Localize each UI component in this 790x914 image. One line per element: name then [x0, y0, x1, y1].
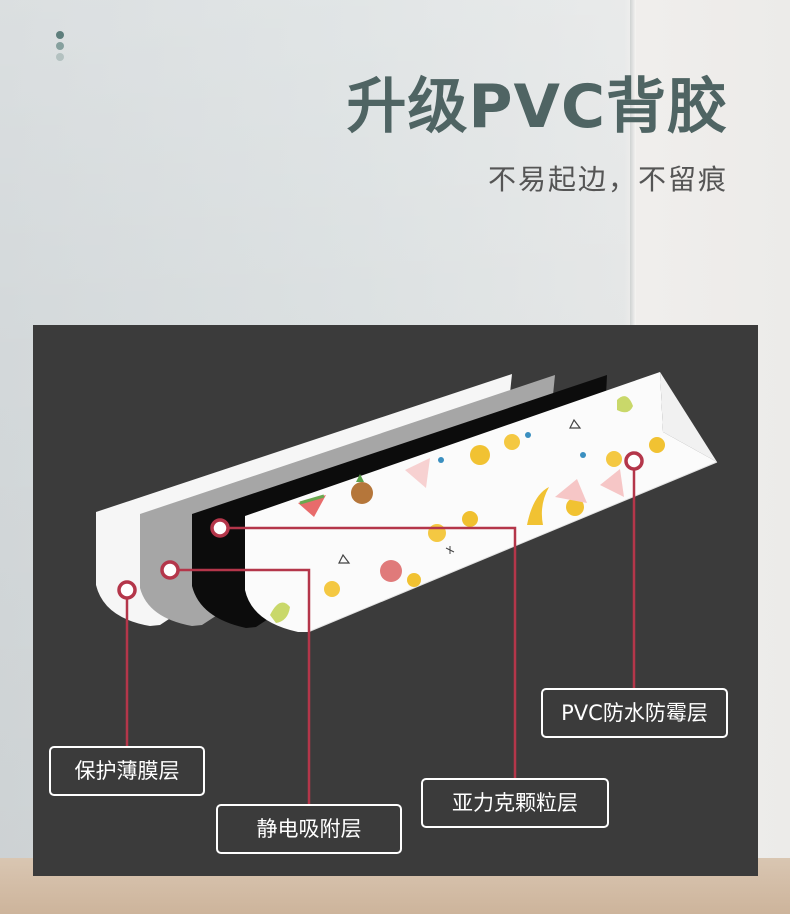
page-subtitle: 不易起边，不留痕: [487, 163, 728, 196]
marker-static: [160, 560, 180, 580]
label-pvc-waterproof: PVC防水防霉层: [541, 688, 728, 738]
decor-dot: [56, 42, 64, 50]
decor-dot: [56, 31, 64, 39]
decor-dot: [56, 53, 64, 61]
marker-pvc: [624, 451, 644, 471]
callout-markers: [117, 451, 644, 600]
label-acrylic-particle: 亚力克颗粒层: [421, 778, 609, 828]
pvc-layer-strip: [245, 372, 717, 632]
label-protect-film: 保护薄膜层: [49, 746, 205, 796]
fruit-pattern: [270, 396, 665, 623]
label-static-adsorption: 静电吸附层: [216, 804, 402, 854]
marker-protect: [117, 580, 137, 600]
callout-lines: [125, 462, 636, 804]
marker-acrylic: [210, 518, 230, 538]
decor-dots: [56, 31, 66, 64]
page-title: 升级PVC背胶: [346, 72, 728, 142]
